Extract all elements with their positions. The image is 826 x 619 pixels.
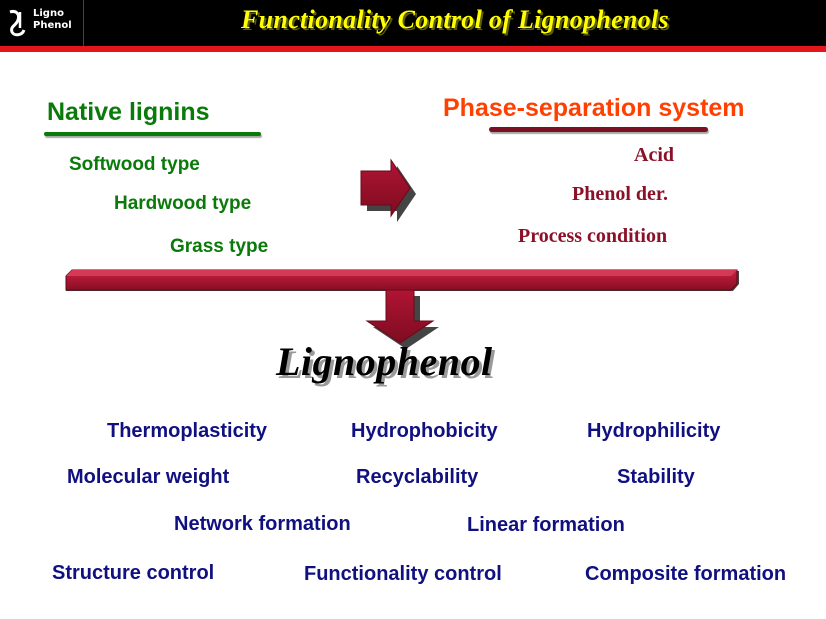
lignin-type-softwood: Softwood type: [69, 154, 200, 175]
header-bar: Ligno Phenol Functionality Control of Li…: [0, 0, 826, 46]
property-network-formation: Network formation: [174, 513, 351, 535]
native-lignins-underline: [44, 132, 261, 136]
lignin-type-grass: Grass type: [170, 236, 269, 257]
property-stability: Stability: [617, 466, 695, 488]
property-linear-formation: Linear formation: [467, 514, 625, 536]
property-functionality-control: Functionality control: [304, 563, 502, 585]
property-thermoplasticity: Thermoplasticity: [107, 420, 268, 442]
logo-line-1: Ligno: [33, 8, 64, 19]
property-recyclability: Recyclability: [356, 466, 479, 488]
right-arrow-icon: [360, 158, 416, 222]
logo-line-2: Phenol: [33, 20, 72, 31]
down-arrow-icon: [365, 289, 439, 349]
horizontal-bar: [65, 269, 739, 291]
phase-separation-title: Phase-separation system: [443, 94, 745, 122]
condition-process: Process condition: [518, 225, 668, 247]
header-divider: [83, 0, 84, 46]
property-structure-control: Structure control: [52, 562, 215, 584]
property-molecular-weight: Molecular weight: [67, 466, 230, 488]
lignophenol-title: Lignophenol: [276, 339, 493, 384]
ligno-phenol-logo: Ligno Phenol: [6, 8, 76, 40]
native-lignins-title: Native lignins: [47, 98, 210, 126]
property-hydrophilicity: Hydrophilicity: [587, 420, 721, 442]
lignin-type-hardwood: Hardwood type: [114, 193, 252, 214]
lignophenol-logo-icon: [9, 10, 26, 37]
property-composite-formation: Composite formation: [585, 563, 787, 585]
logo-text: Ligno Phenol: [33, 8, 72, 32]
slide-title: Functionality Control of Lignophenols: [241, 5, 669, 34]
phase-separation-underline: [489, 127, 708, 132]
property-hydrophobicity: Hydrophobicity: [351, 420, 498, 442]
header-red-rule: [0, 46, 826, 52]
condition-phenol-derivative: Phenol der.: [572, 183, 668, 205]
condition-acid: Acid: [634, 144, 674, 166]
